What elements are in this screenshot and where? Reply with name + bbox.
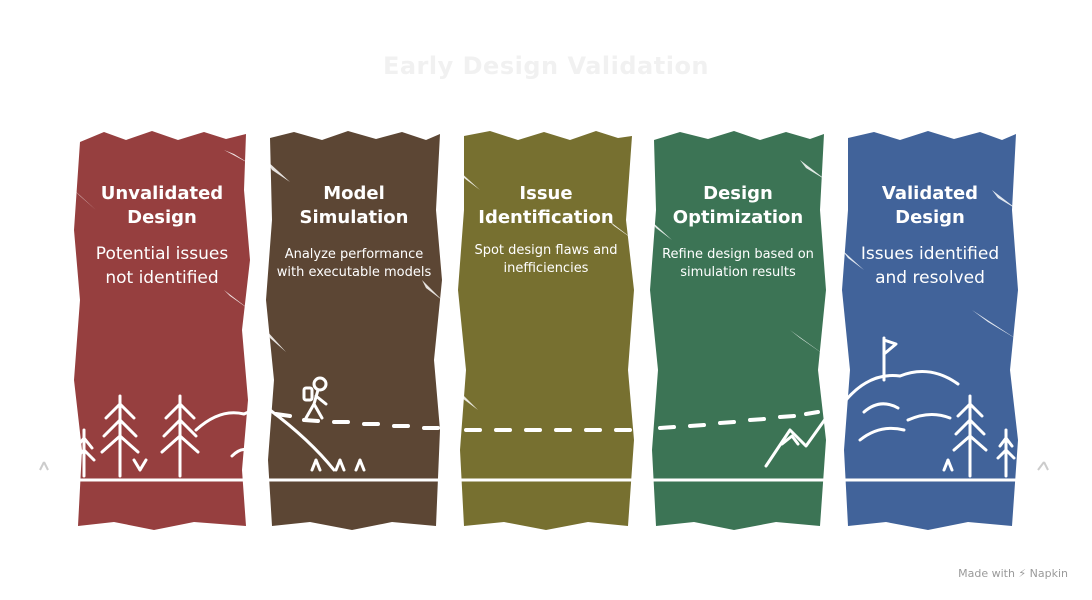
stage-description: Spot design flaws and inefficiencies xyxy=(474,243,618,276)
stage-title: Validated Design xyxy=(881,183,979,228)
stage-title: Issue Identification xyxy=(478,183,614,228)
stage-card-validated-design: Validated Design Issues identified and r… xyxy=(842,130,1018,530)
stage-card-model-simulation: Model Simulation Analyze performance wit… xyxy=(266,130,442,530)
page-title: Early Design Validation xyxy=(382,52,710,80)
stage-description: Issues identified and resolved xyxy=(860,244,1000,288)
stage-title: Unvalidated Design xyxy=(100,183,224,228)
stage-title: Design Optimization xyxy=(672,183,804,228)
stage-card-design-optimization: Design Optimization Refine design based … xyxy=(650,130,826,530)
stage-description: Refine design based on simulation result… xyxy=(662,247,814,280)
footer-attribution[interactable]: Made with ⚡ Napkin xyxy=(958,567,1068,580)
stage-description: Analyze performance with executable mode… xyxy=(276,247,432,280)
stage-card-unvalidated-design: Unvalidated Design Potential issues not … xyxy=(74,130,250,530)
stage-title: Model Simulation xyxy=(299,183,409,228)
stage-card-issue-identification: Issue Identification Spot design flaws a… xyxy=(458,130,634,530)
stage-description: Potential issues not identified xyxy=(95,244,229,288)
